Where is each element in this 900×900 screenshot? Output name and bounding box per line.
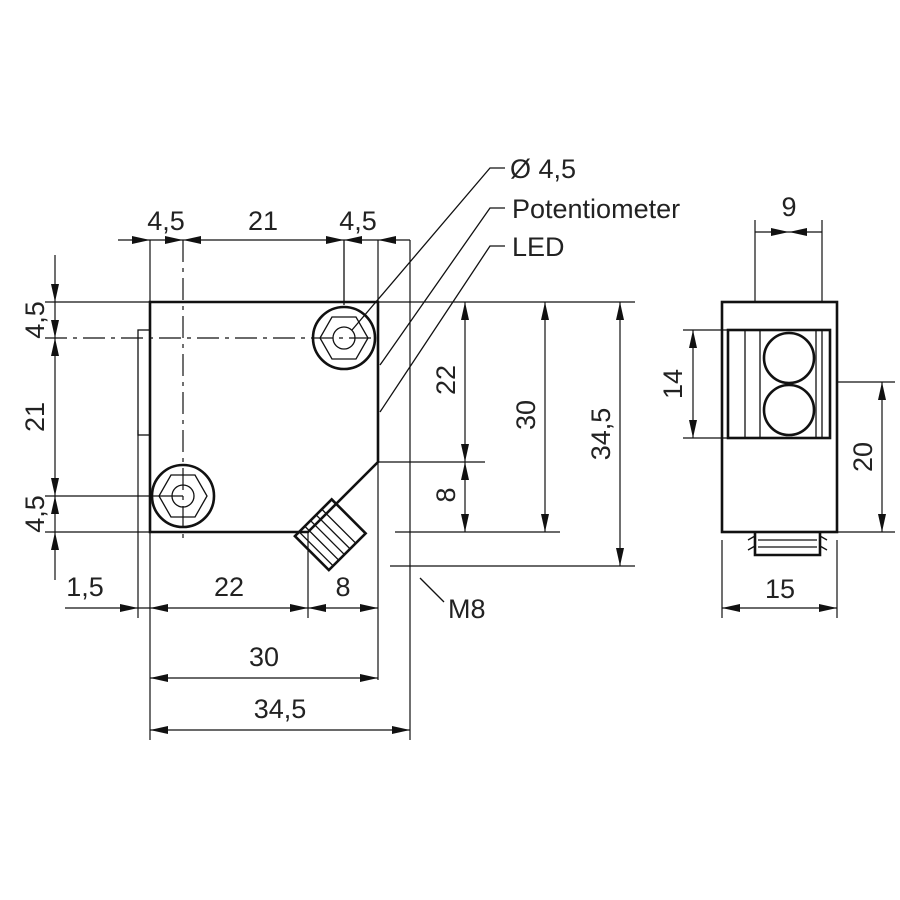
bottom-dimension-rows: 1,5 22 8 30 34,5 bbox=[65, 572, 410, 734]
side-housing-outline bbox=[720, 300, 839, 534]
dim-right-overall: 34,5 bbox=[586, 408, 616, 461]
side-view bbox=[720, 300, 839, 557]
flange-strip bbox=[137, 329, 151, 436]
dim-top-left-offset: 4,5 bbox=[147, 206, 185, 236]
side-connector bbox=[747, 532, 828, 557]
side-led-upper bbox=[762, 331, 816, 385]
top-dimension-row: 4,5 21 4,5 bbox=[118, 206, 410, 244]
dim-top-right-offset: 4,5 bbox=[339, 206, 377, 236]
dim-left-top: 4,5 bbox=[20, 301, 50, 339]
callout-potentiometer: Potentiometer bbox=[512, 194, 680, 224]
dim-bottom-body: 22 bbox=[214, 572, 244, 602]
dim-right-upper: 22 bbox=[431, 365, 461, 395]
dim-left-middle: 21 bbox=[20, 402, 50, 432]
side-window bbox=[726, 328, 832, 440]
front-view bbox=[45, 240, 380, 572]
left-dimension-column: 4,5 21 4,5 bbox=[20, 255, 59, 580]
dim-bottom-flange: 1,5 bbox=[66, 572, 104, 602]
callout-connector: M8 bbox=[448, 594, 486, 624]
side-dimensions: 9 14 20 15 bbox=[658, 192, 895, 618]
callout-led: LED bbox=[512, 232, 565, 262]
dim-right-height: 30 bbox=[511, 400, 541, 430]
housing-outline bbox=[148, 300, 380, 534]
m8-connector bbox=[293, 497, 368, 572]
dim-side-width: 15 bbox=[765, 574, 795, 604]
dim-right-lower: 8 bbox=[431, 487, 461, 502]
dim-side-height: 20 bbox=[848, 442, 878, 472]
callouts: Ø 4,5 Potentiometer LED M8 bbox=[351, 154, 680, 624]
dim-side-top: 9 bbox=[781, 192, 796, 222]
dim-left-bottom: 4,5 bbox=[20, 495, 50, 533]
side-led-lower bbox=[762, 383, 816, 437]
dim-bottom-overall: 34,5 bbox=[254, 694, 307, 724]
right-dimension-columns: 22 8 30 34,5 bbox=[431, 302, 624, 566]
dim-side-window: 14 bbox=[658, 369, 688, 399]
dim-bottom-connector: 8 bbox=[335, 572, 350, 602]
dim-bottom-width: 30 bbox=[249, 642, 279, 672]
callout-hole: Ø 4,5 bbox=[510, 154, 576, 184]
front-extension-lines bbox=[45, 240, 635, 740]
dim-top-center: 21 bbox=[248, 206, 278, 236]
